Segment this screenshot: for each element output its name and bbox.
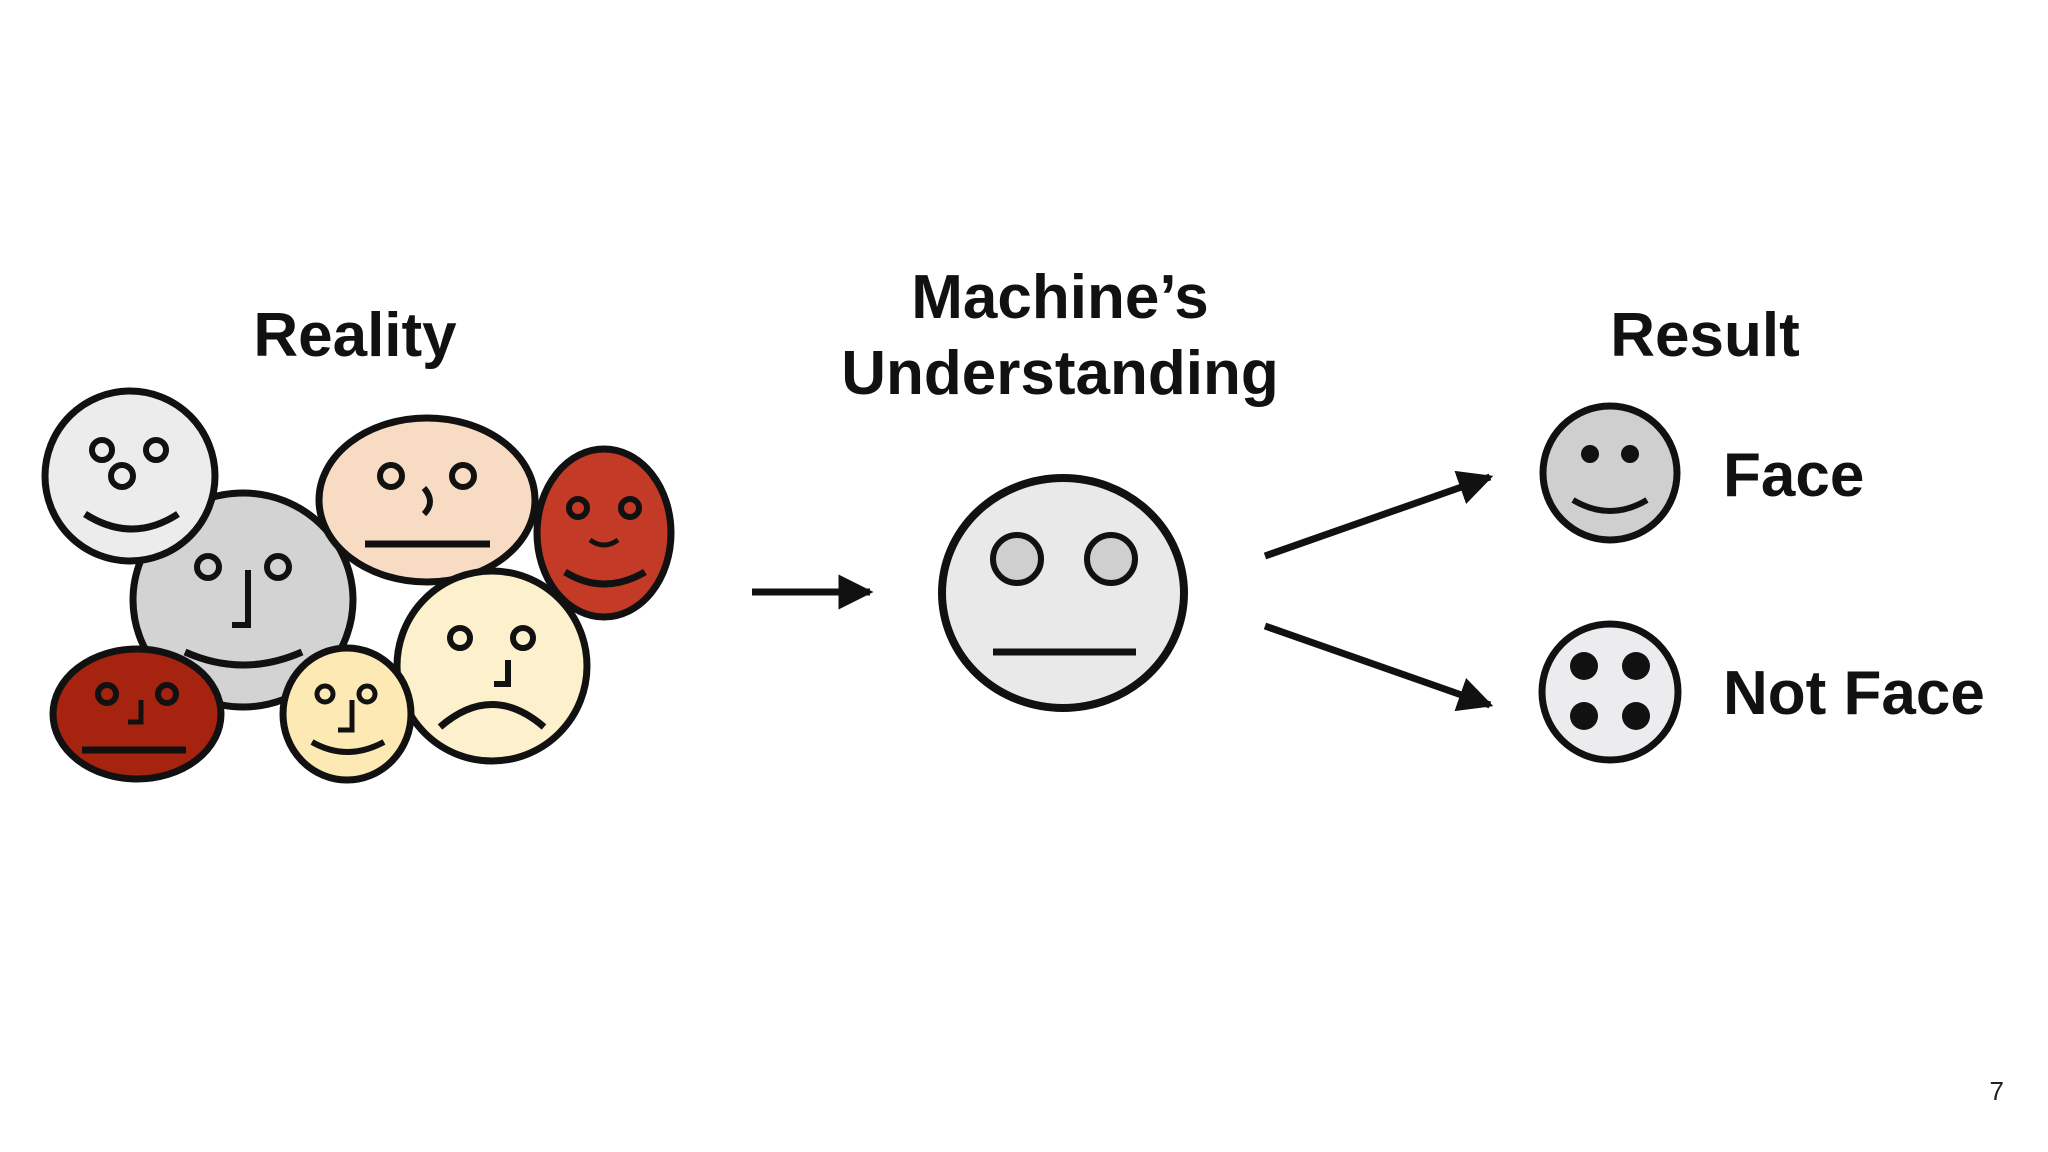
machine-section: Machine’s Understanding [841,263,1279,712]
result-title: Result [1610,301,1799,370]
peach-face-icon [315,414,539,586]
frown-face-icon [393,567,591,765]
dark-red-face-icon [49,645,225,783]
reality-section: Reality [41,301,675,784]
page-number: 7 [1990,1076,2004,1106]
red-face-icon [533,445,675,621]
light-gray-face-icon [41,387,219,565]
face-label: Face [1723,441,1864,510]
machine-title-line2: Understanding [841,339,1278,408]
four-dots-icon [1538,620,1682,764]
yellow-face-icon [279,644,415,784]
machine-face-icon [938,474,1188,712]
result-section: Result Face Not Face [1538,301,1985,764]
machine-title-line1: Machine’s [911,263,1208,332]
arrow-to-not-face [1263,622,1494,712]
not-face-label: Not Face [1723,659,1985,728]
reality-title: Reality [253,301,457,370]
smiley-face-icon [1539,402,1681,544]
arrow-to-face [1263,470,1494,560]
gray-face-icon [129,489,357,711]
